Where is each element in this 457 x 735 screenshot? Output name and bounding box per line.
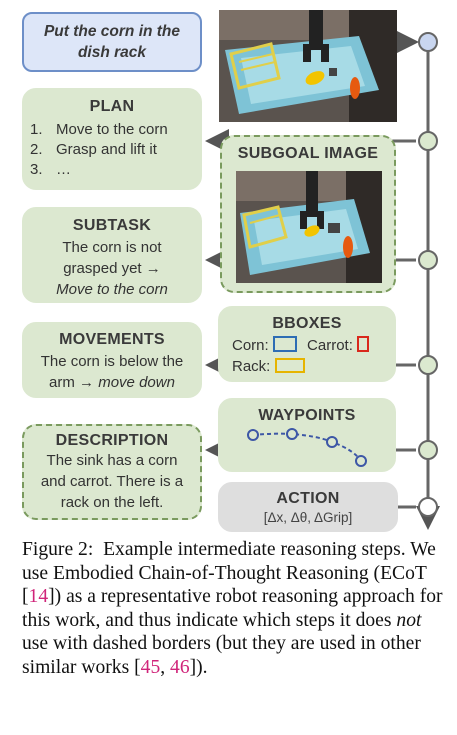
bboxes-title: BBOXES <box>272 315 342 332</box>
subtask-title: SUBTASK <box>72 217 152 234</box>
citation-link[interactable]: 46 <box>170 656 190 678</box>
plan-item: 1.Move to the corn <box>30 121 168 138</box>
bboxes-row: Rack: <box>220 356 394 377</box>
citation-link[interactable]: 14 <box>28 586 49 608</box>
subtask-line: The corn is not <box>62 239 162 256</box>
action-box: ACTION [Δx, Δθ, ΔGrip] <box>218 482 398 532</box>
waypoints-title: WAYPOINTS <box>258 407 356 424</box>
waypoint-dot <box>326 436 338 448</box>
plan-item: 3.… <box>30 161 71 178</box>
waypoints-box: WAYPOINTS <box>218 398 396 472</box>
movements-line: arm → move down <box>49 374 175 391</box>
waypoint-dot <box>355 455 367 467</box>
node-action <box>418 497 438 517</box>
subtask-line: Move to the corn <box>56 281 168 298</box>
subtask-box: SUBTASK The corn is not grasped yet → Mo… <box>22 207 202 303</box>
waypoint-dot <box>286 428 298 440</box>
movements-line: The corn is below the <box>40 353 184 370</box>
carrot-bbox-swatch <box>357 336 370 352</box>
bboxes-box: BBOXES Corn: Carrot: Rack: <box>218 306 396 382</box>
citation-link[interactable]: 45 <box>140 656 161 678</box>
description-box: DESCRIPTION The sink has a corn and carr… <box>22 424 202 520</box>
action-subtitle: [Δx, Δθ, ΔGrip] <box>263 510 353 525</box>
description-line: and carrot. There is a <box>40 473 184 490</box>
description-line: The sink has a corn <box>46 452 178 469</box>
subgoal-title: SUBGOAL IMAGE <box>237 145 379 162</box>
task-instruction: Put the corn in the dish rack <box>22 12 202 72</box>
figure-caption: Figure 2: Example intermediate reasoning… <box>22 539 443 678</box>
plan-box: PLAN 1.Move to the corn 2.Grasp and lift… <box>22 88 202 190</box>
node-description <box>418 440 438 460</box>
bboxes-row: Corn: Carrot: <box>220 335 394 356</box>
task-text: Put the corn in the dish rack <box>43 23 181 61</box>
movements-title: MOVEMENTS <box>59 331 165 348</box>
caption-label: Figure 2: <box>22 539 94 560</box>
action-title: ACTION <box>276 490 340 507</box>
scene-image <box>219 10 397 122</box>
subgoal-image-box: SUBGOAL IMAGE <box>220 135 396 293</box>
waypoints-path <box>247 428 367 467</box>
subtask-line: grasped yet → <box>63 260 161 277</box>
rack-bbox-swatch <box>274 358 305 373</box>
plan-title: PLAN <box>89 98 135 115</box>
plan-item: 2.Grasp and lift it <box>30 141 157 158</box>
plan-list: 1.Move to the corn 2.Grasp and lift it 3… <box>24 120 200 180</box>
node-top <box>418 32 438 52</box>
subgoal-image <box>236 171 382 283</box>
waypoint-dot <box>247 429 259 441</box>
node-movements <box>418 355 438 375</box>
description-title: DESCRIPTION <box>55 432 169 449</box>
corn-bbox-swatch <box>272 336 297 352</box>
node-plan <box>418 131 438 151</box>
movements-box: MOVEMENTS The corn is below the arm → mo… <box>22 322 202 398</box>
node-subtask <box>418 250 438 270</box>
description-line: rack on the left. <box>60 494 164 511</box>
